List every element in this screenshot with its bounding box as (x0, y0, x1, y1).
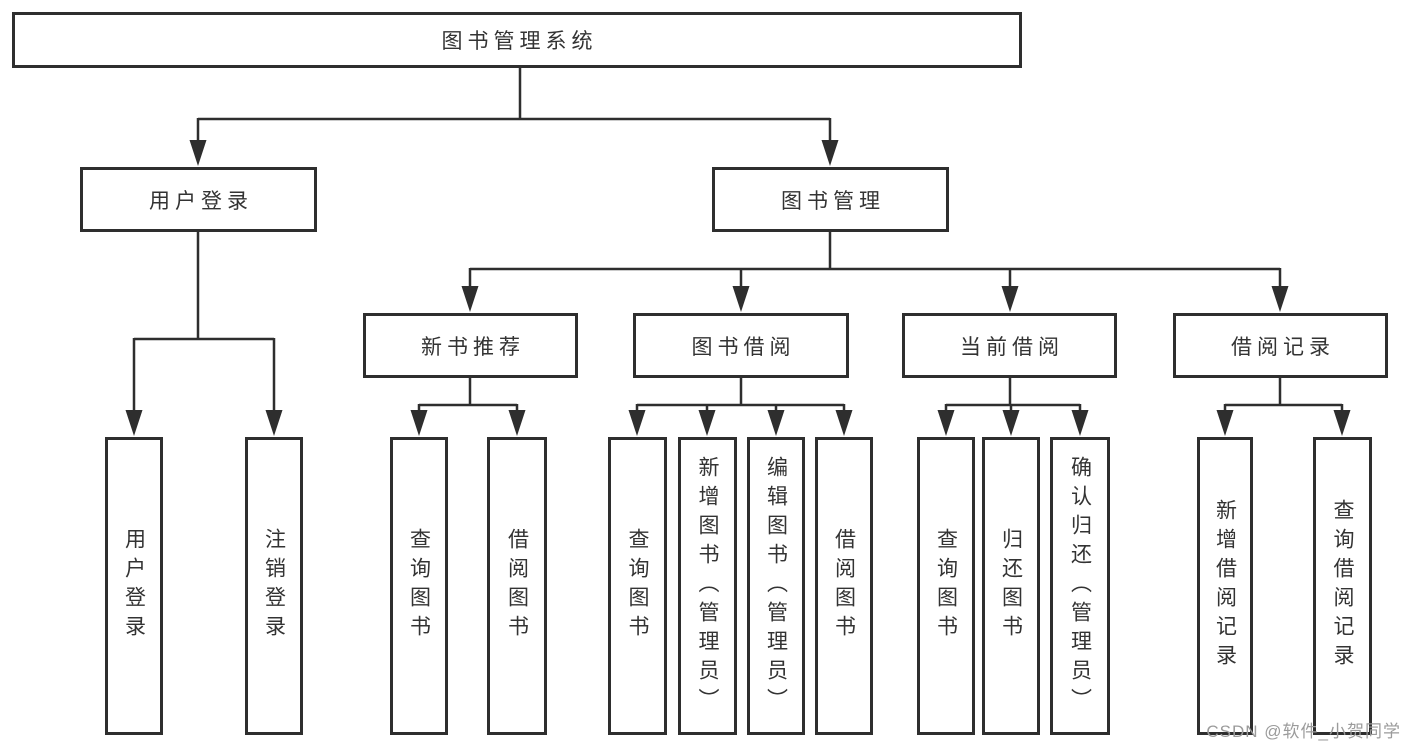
arrowhead-icons (125, 140, 1351, 436)
node-borrow-records: 借阅记录 (1173, 313, 1388, 378)
node-nb-query-books: 查询图书 (390, 437, 448, 735)
node-label: 新增图书（管理员） (696, 455, 719, 717)
node-user-login: 用户登录 (80, 167, 317, 232)
node-cb-return-books: 归还图书 (982, 437, 1040, 735)
node-ul-logout: 注销登录 (245, 437, 303, 735)
node-nb-borrow-books: 借阅图书 (487, 437, 547, 735)
node-label: 查询借阅记录 (1331, 499, 1354, 673)
node-ul-user-login: 用户登录 (105, 437, 163, 735)
node-bb-edit-books: 编辑图书（管理员） (747, 437, 805, 735)
node-label: 注销登录 (262, 528, 286, 644)
tree-edges (132, 68, 1344, 412)
node-label: 用户登录 (149, 189, 253, 213)
node-root: 图书管理系统 (12, 12, 1022, 68)
node-book-borrow: 图书借阅 (633, 313, 849, 378)
node-current-borrow: 当前借阅 (902, 313, 1117, 378)
node-label: 确认归还（管理员） (1068, 455, 1092, 717)
node-cb-confirm-return: 确认归还（管理员） (1050, 437, 1110, 735)
node-label: 借阅图书 (832, 528, 856, 644)
node-label: 图书借阅 (691, 335, 796, 359)
node-label: 借阅图书 (505, 528, 529, 644)
node-label: 用户登录 (122, 528, 146, 644)
node-br-query-record: 查询借阅记录 (1313, 437, 1372, 735)
node-bb-query-books: 查询图书 (608, 437, 667, 735)
node-label: 查询图书 (626, 528, 649, 644)
node-label: 新增借阅记录 (1213, 499, 1237, 673)
node-br-add-record: 新增借阅记录 (1197, 437, 1253, 735)
node-new-book-recommend: 新书推荐 (363, 313, 578, 378)
node-label: 借阅记录 (1231, 335, 1335, 359)
node-label: 编辑图书（管理员） (764, 455, 788, 717)
node-label: 查询图书 (407, 528, 431, 644)
node-label: 当前借阅 (960, 335, 1064, 359)
node-label: 图书管理 (781, 189, 885, 213)
node-bb-borrow-books: 借阅图书 (815, 437, 873, 735)
node-bb-add-books: 新增图书（管理员） (678, 437, 737, 735)
node-book-management: 图书管理 (712, 167, 949, 232)
node-label: 查询图书 (934, 528, 958, 644)
watermark: CSDN @软件_小贺同学 (1206, 722, 1401, 741)
node-cb-query-books: 查询图书 (917, 437, 975, 735)
node-label: 归还图书 (999, 528, 1023, 644)
node-label: 图书管理系统 (441, 30, 598, 53)
node-label: 新书推荐 (421, 335, 525, 359)
